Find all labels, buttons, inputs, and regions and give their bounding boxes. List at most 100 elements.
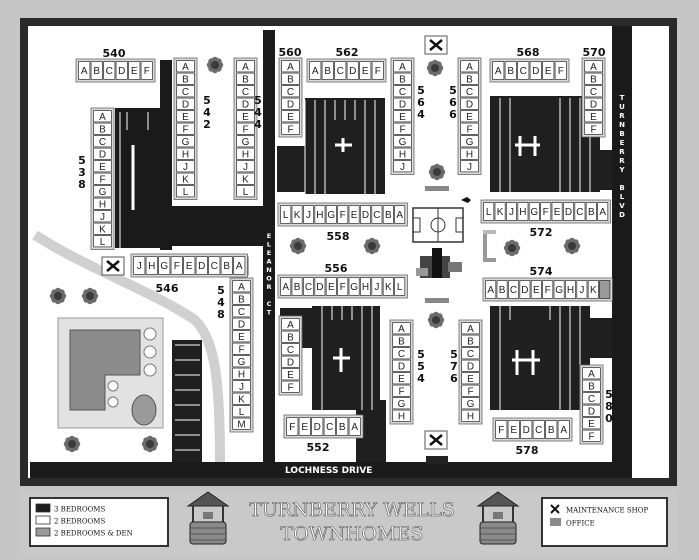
svg-text:C: C	[510, 285, 517, 296]
svg-text:F: F	[543, 207, 549, 218]
svg-text:A: A	[282, 282, 289, 293]
unit-cell: F	[337, 277, 349, 296]
unit-cell: F	[232, 342, 251, 355]
svg-text:F: F	[242, 124, 248, 135]
svg-text:D: D	[182, 99, 189, 110]
svg-text:E: E	[398, 374, 405, 385]
svg-text:C: C	[535, 425, 542, 436]
unit-cell: H	[392, 409, 411, 422]
building-number-574: 574	[530, 265, 553, 278]
svg-text:4: 4	[417, 372, 425, 385]
unit-cell: A	[461, 322, 480, 335]
unit-cell: K	[494, 202, 506, 221]
svg-text:L: L	[486, 207, 492, 218]
unit-cell: B	[545, 420, 558, 439]
unit-cell: E	[460, 110, 479, 123]
tree-icon	[427, 311, 445, 329]
stalls-538	[119, 112, 149, 248]
svg-text:8: 8	[78, 178, 86, 191]
unit-cell: F	[286, 417, 299, 436]
unit-cell: J	[393, 160, 412, 173]
center-road	[263, 30, 275, 470]
svg-text:E: E	[545, 66, 552, 77]
unit-cell: A	[232, 280, 251, 293]
legend-bedrooms	[29, 497, 169, 547]
unit-cell: D	[520, 420, 533, 439]
building-number-558: 558	[327, 230, 350, 243]
unit-cell: G	[176, 135, 195, 148]
svg-text:B: B	[467, 336, 474, 347]
building-number-542: 542	[203, 94, 211, 131]
unit-cell: B	[585, 202, 597, 221]
unit-cell: A	[460, 60, 479, 73]
svg-text:4: 4	[417, 108, 425, 121]
svg-text:L: L	[620, 193, 625, 201]
pool-table	[107, 380, 119, 392]
building-number-538: 538	[78, 154, 86, 191]
south-road	[30, 462, 630, 478]
svg-text:D: D	[523, 425, 530, 436]
svg-text:F: F	[340, 210, 346, 221]
unit-cell: B	[461, 334, 480, 347]
svg-text:B: B	[182, 74, 189, 85]
unit-cell: J	[93, 210, 112, 223]
svg-text:B: B	[507, 66, 514, 77]
bench	[425, 298, 449, 303]
unit-cell: J	[236, 160, 255, 173]
svg-text:C: C	[326, 422, 333, 433]
svg-text:B: B	[499, 285, 506, 296]
svg-text:8: 8	[217, 308, 225, 321]
svg-text:D: D	[466, 99, 473, 110]
svg-text:MAINTENANCE SHOP: MAINTENANCE SHOP	[566, 507, 649, 515]
svg-text:0: 0	[605, 412, 613, 425]
unit-cell: A	[582, 367, 601, 380]
svg-text:J: J	[137, 261, 142, 272]
unit-cell: C	[392, 347, 411, 360]
unit-cell: B	[176, 72, 195, 85]
tree-icon	[81, 287, 99, 305]
cat-icon	[461, 197, 471, 203]
svg-text:J: J	[239, 382, 244, 393]
svg-text:H: H	[316, 210, 323, 221]
svg-text:K: K	[99, 224, 106, 235]
svg-text:F: F	[99, 174, 105, 185]
svg-text:A: A	[236, 261, 243, 272]
svg-text:A: A	[81, 66, 88, 77]
svg-text:C: C	[398, 349, 405, 360]
svg-text:F: F	[340, 282, 346, 293]
unit-cell: K	[291, 205, 303, 224]
svg-text:6: 6	[417, 96, 425, 109]
svg-text:8: 8	[605, 400, 613, 413]
svg-text:F: F	[287, 124, 293, 135]
well-logo-icon	[476, 491, 520, 545]
svg-text:E: E	[399, 112, 406, 123]
svg-text:E: E	[510, 425, 517, 436]
svg-text:D: D	[588, 406, 595, 417]
svg-text:K: K	[182, 174, 189, 185]
svg-text:D: D	[532, 66, 539, 77]
svg-text:F: F	[545, 285, 551, 296]
unit-cell: H	[393, 147, 412, 160]
svg-text:H: H	[238, 369, 245, 380]
svg-text:J: J	[374, 282, 379, 293]
courtyard-568	[515, 136, 540, 156]
unit-cell: F	[582, 429, 601, 442]
pool	[69, 329, 141, 411]
tree-icon	[563, 237, 581, 255]
building-number-568: 568	[517, 46, 540, 59]
svg-text:4: 4	[254, 106, 262, 119]
svg-text:T: T	[267, 309, 272, 317]
building-block-576	[490, 306, 590, 410]
court-center-circle	[430, 217, 446, 233]
svg-text:J: J	[306, 210, 311, 221]
building-number-570: 570	[583, 46, 606, 59]
svg-text:R: R	[619, 112, 625, 120]
